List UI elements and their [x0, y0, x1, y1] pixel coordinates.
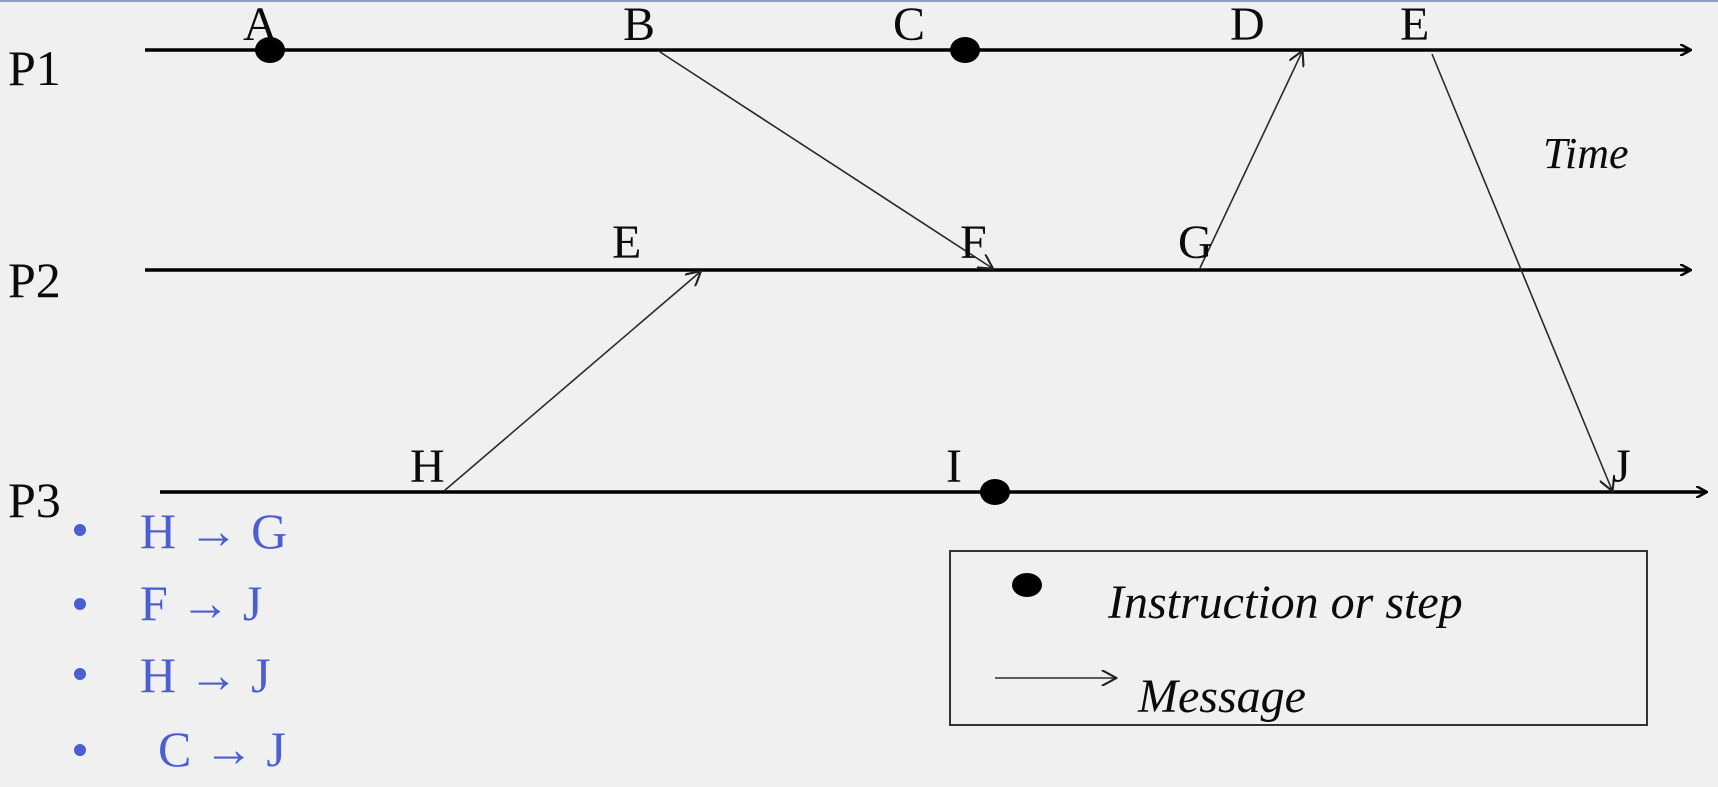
bullet-dot [74, 668, 86, 680]
event-label-e-p2: E [612, 216, 641, 269]
bullet-dot [74, 598, 86, 610]
legend-step-label: Instruction or step [1107, 576, 1463, 629]
message-h-to-e [443, 272, 700, 492]
bullet-dot [74, 524, 86, 536]
event-label-c: C [893, 0, 925, 51]
bullet-item-4: C → J [158, 721, 286, 777]
step-dot-a [255, 37, 285, 63]
bullet-item-3: H → J [140, 647, 271, 703]
legend-step-dot [1012, 573, 1042, 597]
event-label-j: J [1612, 440, 1631, 493]
event-label-e-p1: E [1400, 0, 1429, 51]
event-label-a: A [243, 0, 278, 51]
event-label-g: G [1178, 216, 1213, 269]
message-e-to-j [1431, 53, 1612, 490]
message-b-to-f [659, 51, 992, 268]
event-label-f: F [960, 216, 987, 269]
process-label-p1: P1 [8, 40, 61, 96]
bullet-dot [74, 744, 86, 756]
event-label-d: D [1230, 0, 1265, 51]
bullet-item-1: H → G [140, 503, 287, 559]
legend-message-label: Message [1137, 670, 1306, 723]
process-label-p3: P3 [8, 472, 61, 528]
step-dot-i [980, 479, 1010, 505]
legend-box: Instruction or step Message [949, 550, 1648, 726]
process-label-p2: P2 [8, 252, 61, 308]
message-g-to-d [1199, 52, 1302, 269]
bullet-item-2: F → J [140, 575, 262, 631]
event-label-h: H [410, 440, 445, 493]
bullet-list: H → G F → J H → J C → J [74, 503, 287, 777]
legend-border [949, 550, 1648, 726]
event-label-i: I [946, 440, 962, 493]
step-dot-c [950, 37, 980, 63]
time-label: Time [1543, 129, 1629, 178]
event-label-b: B [623, 0, 655, 51]
